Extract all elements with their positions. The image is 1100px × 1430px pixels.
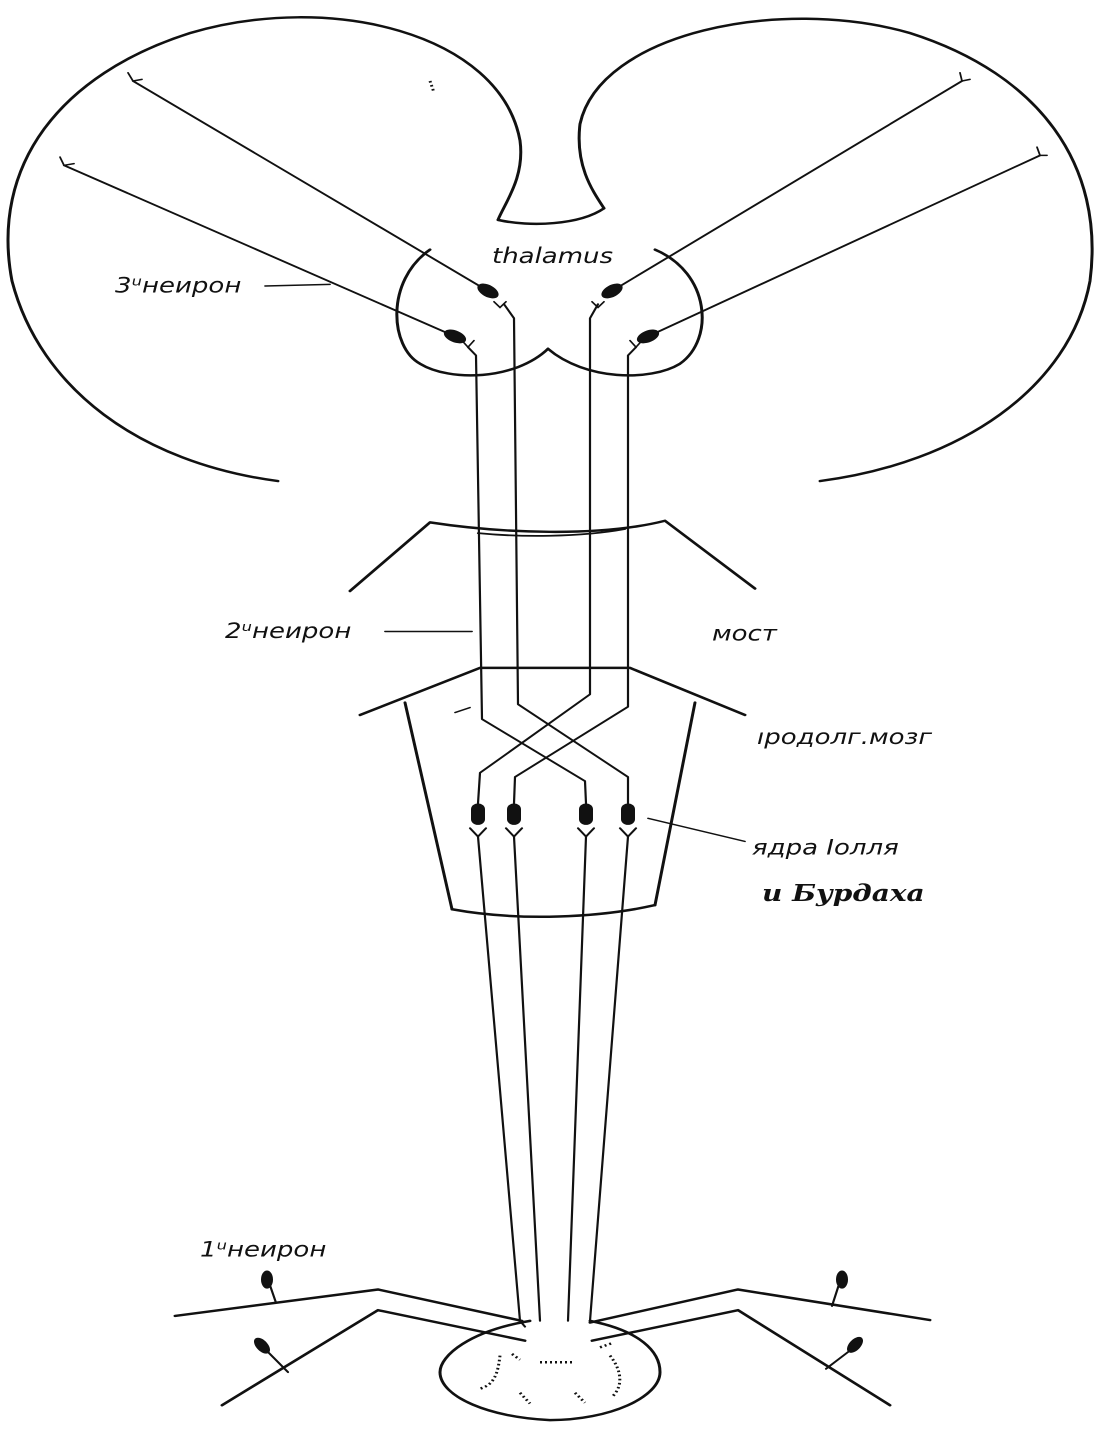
neuron3-axon-2 bbox=[62, 164, 457, 338]
neuron3-soma-1 bbox=[477, 283, 499, 299]
terminal-synapse-2 bbox=[591, 300, 605, 309]
ganglion-stalk-ll bbox=[263, 1348, 290, 1374]
dendrite-3 bbox=[959, 71, 971, 82]
ganglion-stalk-ul bbox=[268, 1284, 278, 1304]
grey-matter-notch-left bbox=[511, 1353, 521, 1361]
terminal-synapse-3 bbox=[461, 339, 475, 349]
thalamus-right-outline bbox=[546, 248, 704, 377]
ganglion-stalk-lr bbox=[824, 1348, 854, 1370]
grey-matter-notch-right bbox=[599, 1342, 613, 1349]
medulla-small-mark bbox=[454, 706, 471, 714]
lemniscus-fiber-4 bbox=[512, 346, 638, 805]
terminal-synapse-1 bbox=[493, 300, 507, 309]
nucleus-soma-4 bbox=[621, 803, 635, 825]
neuron3-soma-3 bbox=[601, 283, 623, 299]
dorsal-column-fiber-4 bbox=[588, 835, 630, 1322]
medulla-label: ıродолг.мозг bbox=[757, 724, 933, 749]
grey-matter-right-horn bbox=[573, 1392, 587, 1404]
nucleus-synapse-3 bbox=[576, 827, 596, 838]
nucleus-soma-2 bbox=[507, 803, 521, 825]
neuron3-leader bbox=[264, 283, 331, 287]
third-ventricle-outline bbox=[496, 207, 606, 226]
nucleus-soma-1 bbox=[471, 803, 485, 825]
thalamus-label: thalamus bbox=[492, 243, 613, 268]
neuron3-soma-4 bbox=[636, 329, 660, 344]
spinal-cord-outline bbox=[438, 1319, 662, 1422]
peripheral-nerve-upper-right bbox=[588, 1288, 932, 1324]
nuclei-label-line2: и Бурдаха bbox=[762, 880, 925, 907]
pons-lower-band bbox=[476, 528, 627, 537]
terminal-synapse-4 bbox=[629, 339, 643, 349]
dendrite-1 bbox=[127, 71, 143, 82]
ganglion-soma-ll bbox=[254, 1337, 270, 1354]
medulla-outline bbox=[358, 666, 747, 717]
dendrite-2 bbox=[59, 156, 75, 167]
pons-outline bbox=[348, 519, 757, 593]
medulla-left-wall bbox=[403, 701, 454, 911]
ganglion-soma-ul bbox=[261, 1270, 273, 1289]
nuclei-label-line1: ядра Іолля bbox=[752, 835, 899, 860]
grey-matter-left bbox=[479, 1355, 502, 1390]
nuclei-leader bbox=[647, 817, 746, 843]
peripheral-nerve-upper-left bbox=[173, 1288, 524, 1323]
nucleus-synapse-2 bbox=[504, 827, 524, 838]
neuron3-soma-2 bbox=[443, 329, 467, 344]
nucleus-synapse-1 bbox=[468, 827, 488, 838]
lemniscus-fiber-2 bbox=[502, 303, 630, 805]
grey-matter-right bbox=[608, 1354, 622, 1398]
dorsal-column-fiber-2 bbox=[512, 835, 542, 1322]
lemniscus-fiber-3 bbox=[476, 303, 600, 805]
nucleus-synapse-4 bbox=[618, 827, 638, 838]
thalamus-left-outline bbox=[395, 248, 550, 377]
medulla-right-wall bbox=[653, 701, 697, 907]
dorsal-column-fiber-3 bbox=[566, 835, 588, 1322]
dendrite-4 bbox=[1036, 146, 1048, 157]
pons-label: мост bbox=[712, 621, 778, 646]
neuron3-label: 3ᵘнеирон bbox=[115, 273, 241, 298]
neuron3-axon-4 bbox=[646, 154, 1042, 338]
hemisphere-mark bbox=[428, 80, 436, 93]
ganglion-soma-ur bbox=[836, 1270, 848, 1289]
lemniscus-fiber-1 bbox=[466, 346, 588, 805]
neuron3-axon-3 bbox=[610, 80, 964, 292]
ganglion-soma-lr bbox=[847, 1336, 863, 1353]
neuron2-label: 2ᵘнеирон bbox=[225, 618, 351, 643]
medulla-bottom bbox=[450, 903, 657, 918]
neuron3-axon-1 bbox=[131, 80, 490, 292]
nucleus-soma-3 bbox=[579, 803, 593, 825]
grey-matter-left-horn bbox=[518, 1392, 532, 1405]
right-hemisphere-outline bbox=[577, 17, 1094, 483]
neuron1-label: 1ᵘнеирон bbox=[200, 1237, 326, 1262]
peripheral-nerve-lower-left bbox=[220, 1308, 527, 1407]
left-hemisphere-outline bbox=[6, 16, 523, 483]
peripheral-nerve-lower-right bbox=[590, 1308, 892, 1407]
